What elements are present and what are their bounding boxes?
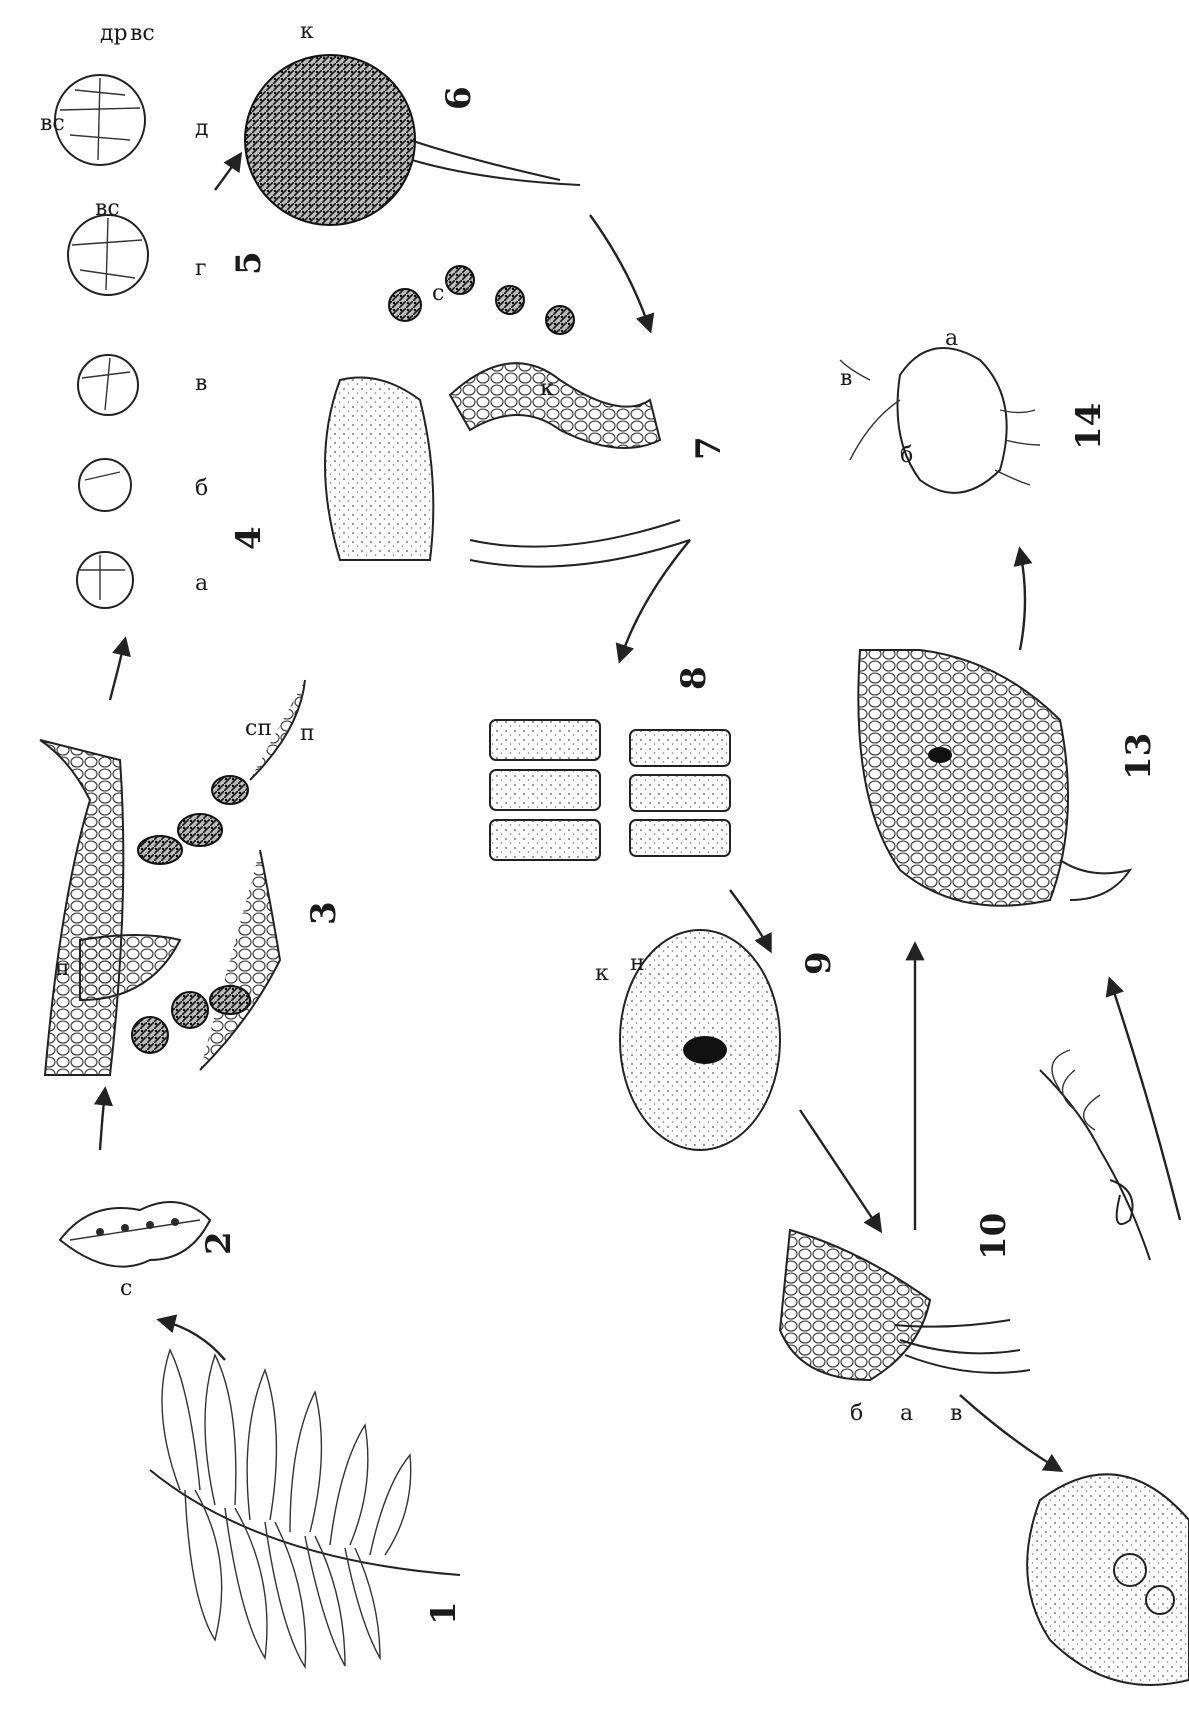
label-8: 8 [674,666,714,690]
arrow-10-11 [960,1395,1060,1470]
letter-d-5: д [195,116,209,141]
arrow-5-6 [215,155,240,190]
label-10: 10 [974,1213,1014,1260]
embryo-drawing [840,348,1040,493]
letter-dr: др [100,21,128,46]
letter-k-9: к [595,961,609,986]
opening-sporangium-drawing [325,266,690,567]
letter-a-4: а [195,571,208,596]
letter-k-7: к [540,376,554,401]
letter-p-3b: п [300,721,315,746]
letter-b-14: б [900,443,913,468]
gametangium-section-drawing [858,650,1130,906]
label-7: 7 [689,436,729,460]
letter-g-5: г [195,256,207,281]
label-9: 9 [799,951,839,975]
letter-vs-3: вс [130,21,155,46]
young-sporophyte-drawing [1040,1050,1150,1260]
letter-s-2: с [120,1276,132,1301]
arrow-7-8 [620,540,690,660]
label-5: 5 [229,251,269,275]
letter-vs-2: вс [95,196,120,221]
letter-b-10: б [850,1401,863,1426]
letter-sp-3: сп [245,716,272,741]
letter-v-10: в [950,1401,962,1426]
letter-a-14: а [945,326,958,351]
sporangium-stages-drawing [55,75,148,608]
mature-sporangium-drawing [245,55,580,225]
letter-vs-1: вс [40,111,65,136]
label-2: 2 [199,1231,239,1255]
letter-a-10: а [900,1401,913,1426]
label-3: 3 [304,901,344,925]
letter-n-9: н [630,951,645,976]
arrow-9-10 [800,1110,880,1230]
arrow-13-14 [1020,550,1025,650]
letter-v-4: в [195,371,207,396]
frond-drawing [150,1350,460,1667]
label-6: 6 [439,86,479,110]
label-1: 1 [424,1601,464,1625]
label-13: 13 [1119,733,1159,780]
arrow-2-3 [100,1090,105,1150]
letter-k-6: к [300,19,314,44]
letter-b-4: б [195,476,208,501]
annulus-cells-drawing [490,720,730,860]
arrow-3-4 [110,640,125,700]
archegonium-drawing [1027,1474,1189,1685]
letter-p-3a: п [55,956,70,981]
label-4: 4 [229,526,269,550]
letter-s-7: с [432,281,444,306]
arrow-6-7 [590,215,650,330]
letter-v-14: в [840,366,852,391]
label-14: 14 [1069,403,1109,450]
pinna-drawing [60,1202,210,1267]
